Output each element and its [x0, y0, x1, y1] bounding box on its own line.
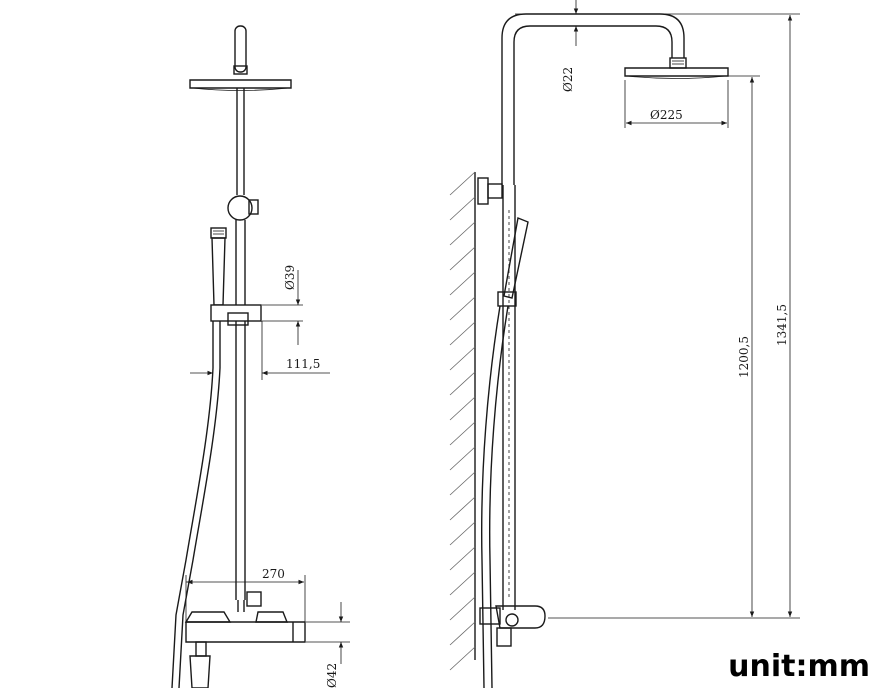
dim-head-diameter: Ø225: [650, 108, 683, 122]
dim-holder-diameter: Ø39: [283, 265, 297, 290]
dim-holder-offset: 111,5: [286, 357, 320, 371]
side-view: [449, 0, 800, 688]
front-view: [171, 25, 350, 688]
dim-mixer-diameter: Ø42: [325, 663, 339, 688]
dim-mixer-width: 270: [262, 567, 285, 581]
unit-label: unit:mm: [728, 649, 870, 684]
dim-slide-height: 1200,5: [737, 336, 751, 378]
dim-total-height: 1341,5: [775, 304, 789, 346]
dim-head-pipe-diameter: Ø22: [561, 67, 575, 92]
